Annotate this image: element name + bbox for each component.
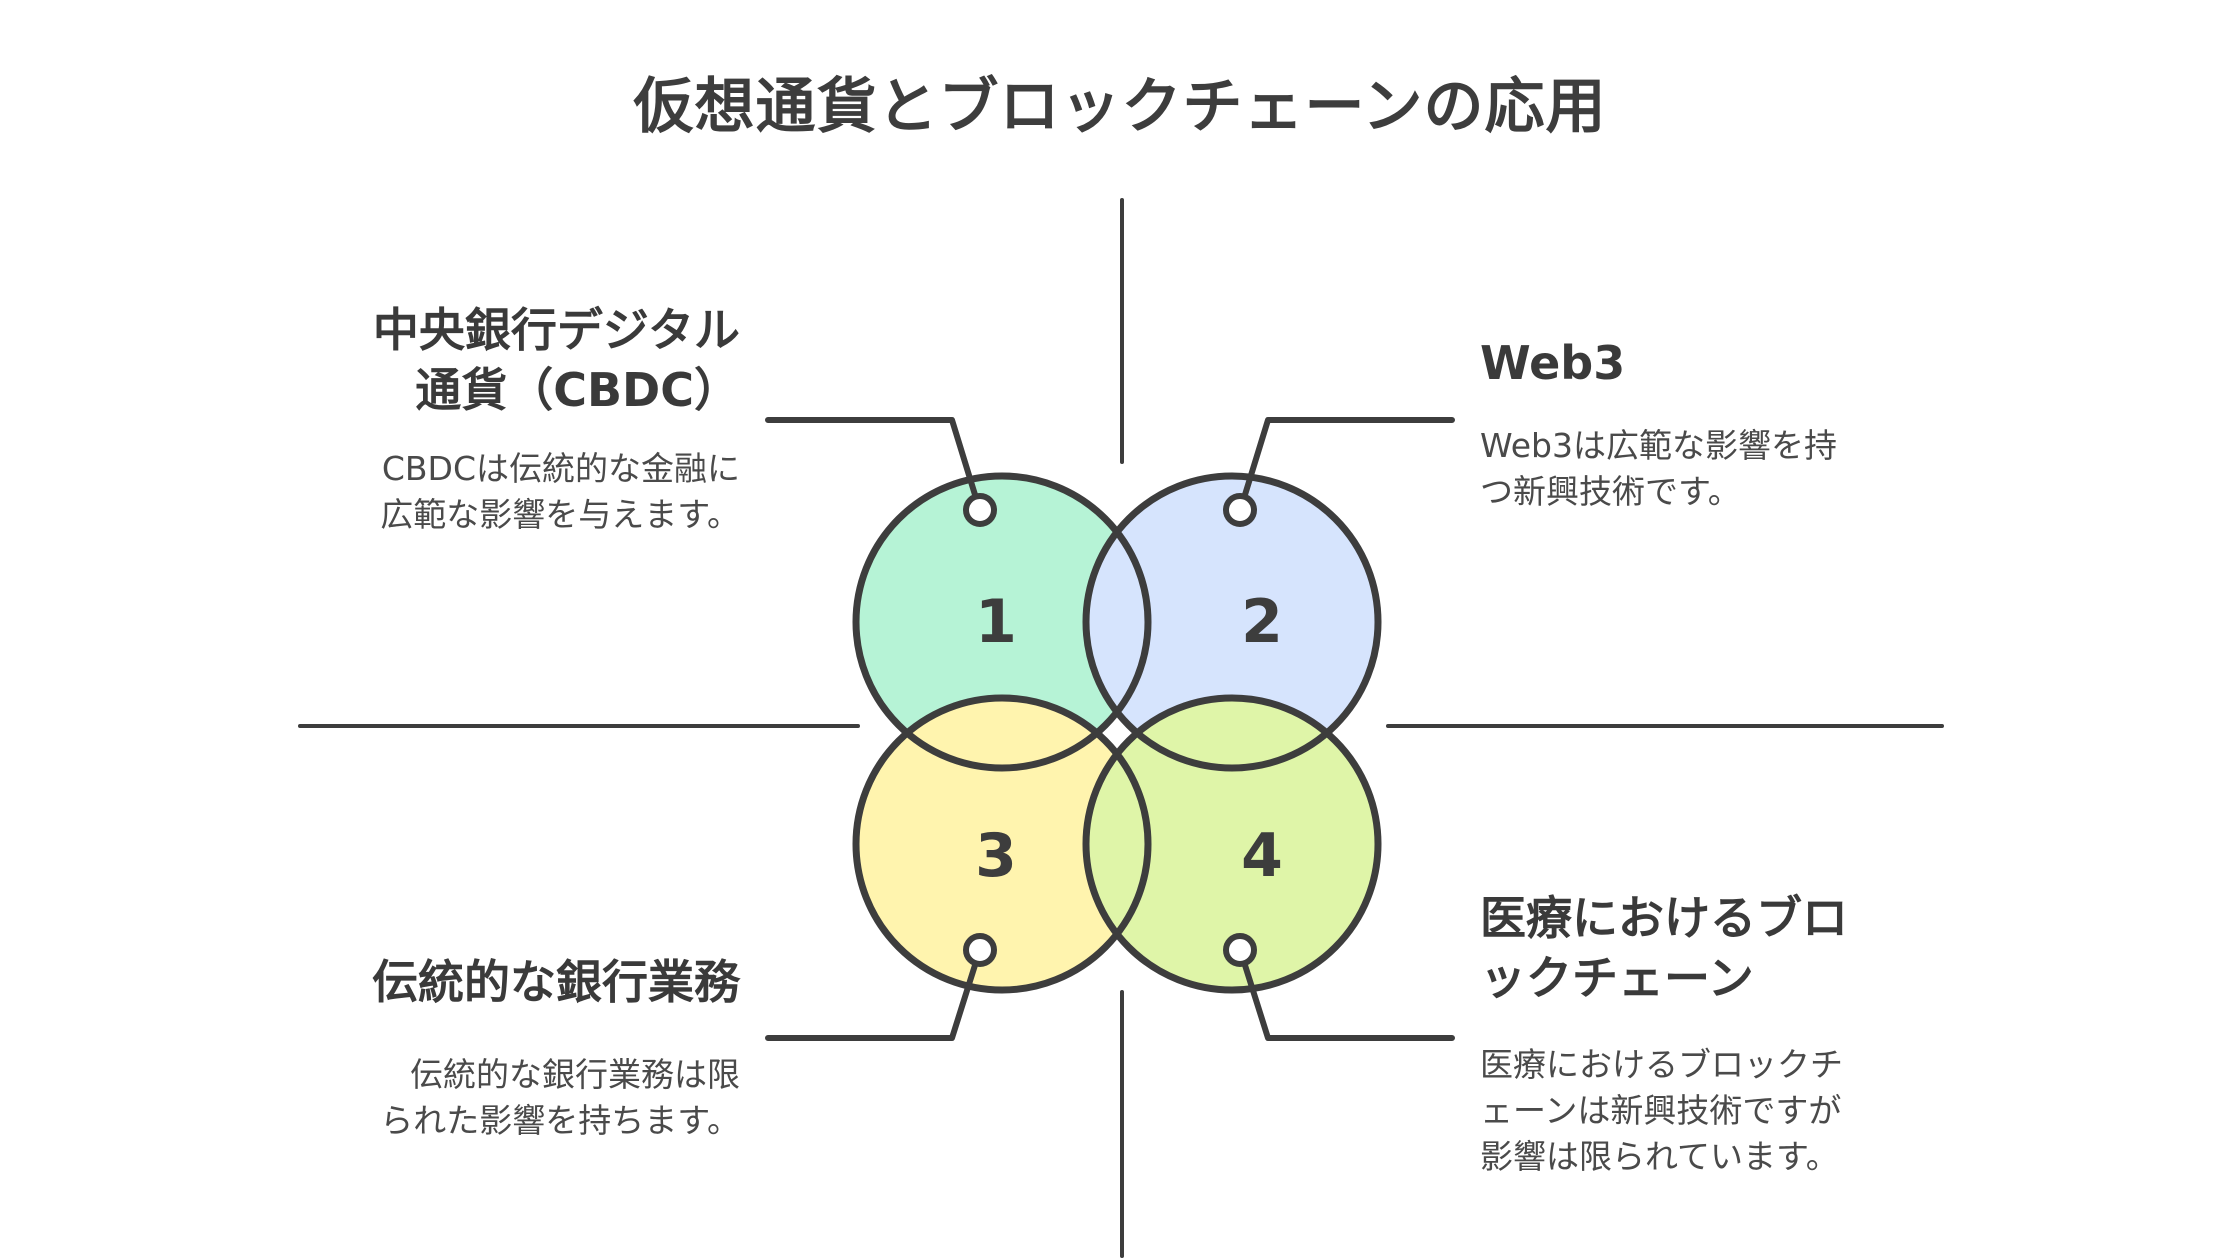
circle-fill-2 <box>1086 476 1378 768</box>
item-4-title: 医療におけるブロ ックチェーン <box>1480 888 1930 1008</box>
connector-dot-3 <box>963 933 997 967</box>
circle-outline-4 <box>1082 694 1382 994</box>
circle-number-3: 3 <box>975 821 1017 891</box>
item-1-title-line: 中央銀行デジタル <box>372 303 740 357</box>
diagram-title: 仮想通貨とブロックチェーンの応用 <box>633 72 1607 142</box>
connector-dot-2 <box>1223 493 1257 527</box>
item-2-desc-line: Web3は広範な影響を持 <box>1480 426 1837 465</box>
item-4-desc-line: 影響は限られています。 <box>1480 1137 1839 1176</box>
item-1-desc-line: CBDCは伝統的な金融に <box>381 449 740 488</box>
item-2-desc-line: つ新興技術です。 <box>1480 472 1741 511</box>
item-1-description: CBDCは伝統的な金融に 広範な影響を与えます。 <box>300 446 740 538</box>
circle-fill-3 <box>856 698 1148 990</box>
circle-fill-4 <box>1086 698 1378 990</box>
item-3-desc-line: 伝統的な銀行業務は限 <box>410 1055 740 1094</box>
item-1-title-line: 通貨（CBDC） <box>415 363 740 417</box>
item-3-desc-line: られた影響を持ちます。 <box>380 1101 740 1140</box>
item-3-title-line: 伝統的な銀行業務 <box>372 955 740 1009</box>
item-2-title: Web3 <box>1480 333 1930 393</box>
circle-number-2: 2 <box>1241 587 1283 657</box>
item-4-title-line: 医療におけるブロ <box>1480 891 1848 945</box>
item-4-desc-line: 医療におけるブロックチ <box>1480 1045 1843 1084</box>
item-1-title: 中央銀行デジタル 通貨（CBDC） <box>300 300 740 420</box>
item-3-description: 伝統的な銀行業務は限 られた影響を持ちます。 <box>300 1052 740 1144</box>
label-item-1: 中央銀行デジタル 通貨（CBDC） CBDCは伝統的な金融に 広範な影響を与えま… <box>300 300 740 538</box>
item-2-title-line: Web3 <box>1480 336 1626 390</box>
connector-dot-4 <box>1223 933 1257 967</box>
circle-outline-2 <box>1082 472 1382 772</box>
circle-number-4: 4 <box>1241 821 1283 891</box>
circle-outline-1 <box>852 472 1152 772</box>
circle-fill-1 <box>856 476 1148 768</box>
connector-3 <box>765 959 979 1041</box>
item-2-description: Web3は広範な影響を持 つ新興技術です。 <box>1480 423 1930 515</box>
circle-number-1: 1 <box>975 587 1017 657</box>
circle-outline-3 <box>852 694 1152 994</box>
label-item-4: 医療におけるブロ ックチェーン 医療におけるブロックチ ェーンは新興技術ですが … <box>1480 888 1930 1180</box>
label-item-3: 伝統的な銀行業務 伝統的な銀行業務は限 られた影響を持ちます。 <box>300 952 740 1144</box>
connector-dot-1 <box>963 493 997 527</box>
item-4-title-line: ックチェーン <box>1480 951 1754 1005</box>
item-4-description: 医療におけるブロックチ ェーンは新興技術ですが 影響は限られています。 <box>1480 1042 1930 1180</box>
connector-2 <box>1241 417 1455 501</box>
connector-4 <box>1241 959 1455 1041</box>
label-item-2: Web3 Web3は広範な影響を持 つ新興技術です。 <box>1480 333 1930 515</box>
item-1-desc-line: 広範な影響を与えます。 <box>380 495 740 534</box>
item-4-desc-line: ェーンは新興技術ですが <box>1480 1091 1842 1130</box>
item-3-title: 伝統的な銀行業務 <box>300 952 740 1012</box>
connector-1 <box>765 417 979 501</box>
